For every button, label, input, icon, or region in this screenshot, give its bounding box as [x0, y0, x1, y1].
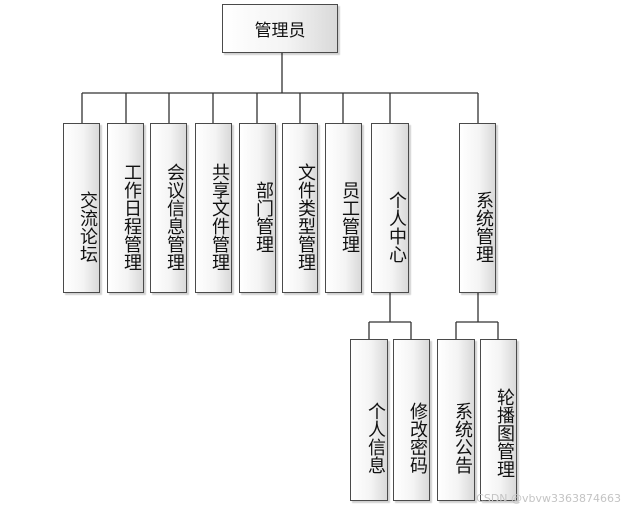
module-label: 文件类型管理: [295, 163, 316, 271]
module-label: 交流论坛: [77, 191, 98, 263]
module-shared-files: 共享文件管理: [195, 123, 232, 293]
module-label: 个人中心: [386, 191, 407, 263]
root-node-admin: 管理员: [222, 4, 338, 53]
module-label: 共享文件管理: [209, 163, 230, 271]
watermark: CSDN @vbvw3363874663: [476, 492, 621, 505]
submodule-label: 系统公告: [452, 402, 473, 474]
module-meeting-info: 会议信息管理: [150, 123, 187, 293]
submodule-label: 轮播图管理: [494, 388, 515, 478]
module-personal-center: 个人中心: [371, 123, 409, 293]
module-label: 员工管理: [339, 181, 360, 253]
module-employee: 员工管理: [325, 123, 362, 293]
submodule-label: 个人信息: [365, 402, 386, 474]
submodule-change-password: 修改密码: [393, 339, 430, 501]
module-system-management: 系统管理: [459, 123, 496, 293]
module-department: 部门管理: [239, 123, 276, 293]
module-label: 工作日程管理: [121, 163, 142, 271]
module-file-type: 文件类型管理: [282, 123, 318, 293]
submodule-system-notice: 系统公告: [437, 339, 475, 501]
submodule-personal-info: 个人信息: [350, 339, 388, 501]
module-label: 系统管理: [473, 191, 494, 263]
submodule-carousel: 轮播图管理: [480, 339, 517, 501]
module-forum: 交流论坛: [63, 123, 100, 293]
module-label: 部门管理: [253, 181, 274, 253]
module-work-schedule: 工作日程管理: [107, 123, 144, 293]
submodule-label: 修改密码: [407, 402, 428, 474]
root-label: 管理员: [254, 21, 306, 41]
module-label: 会议信息管理: [164, 163, 185, 271]
